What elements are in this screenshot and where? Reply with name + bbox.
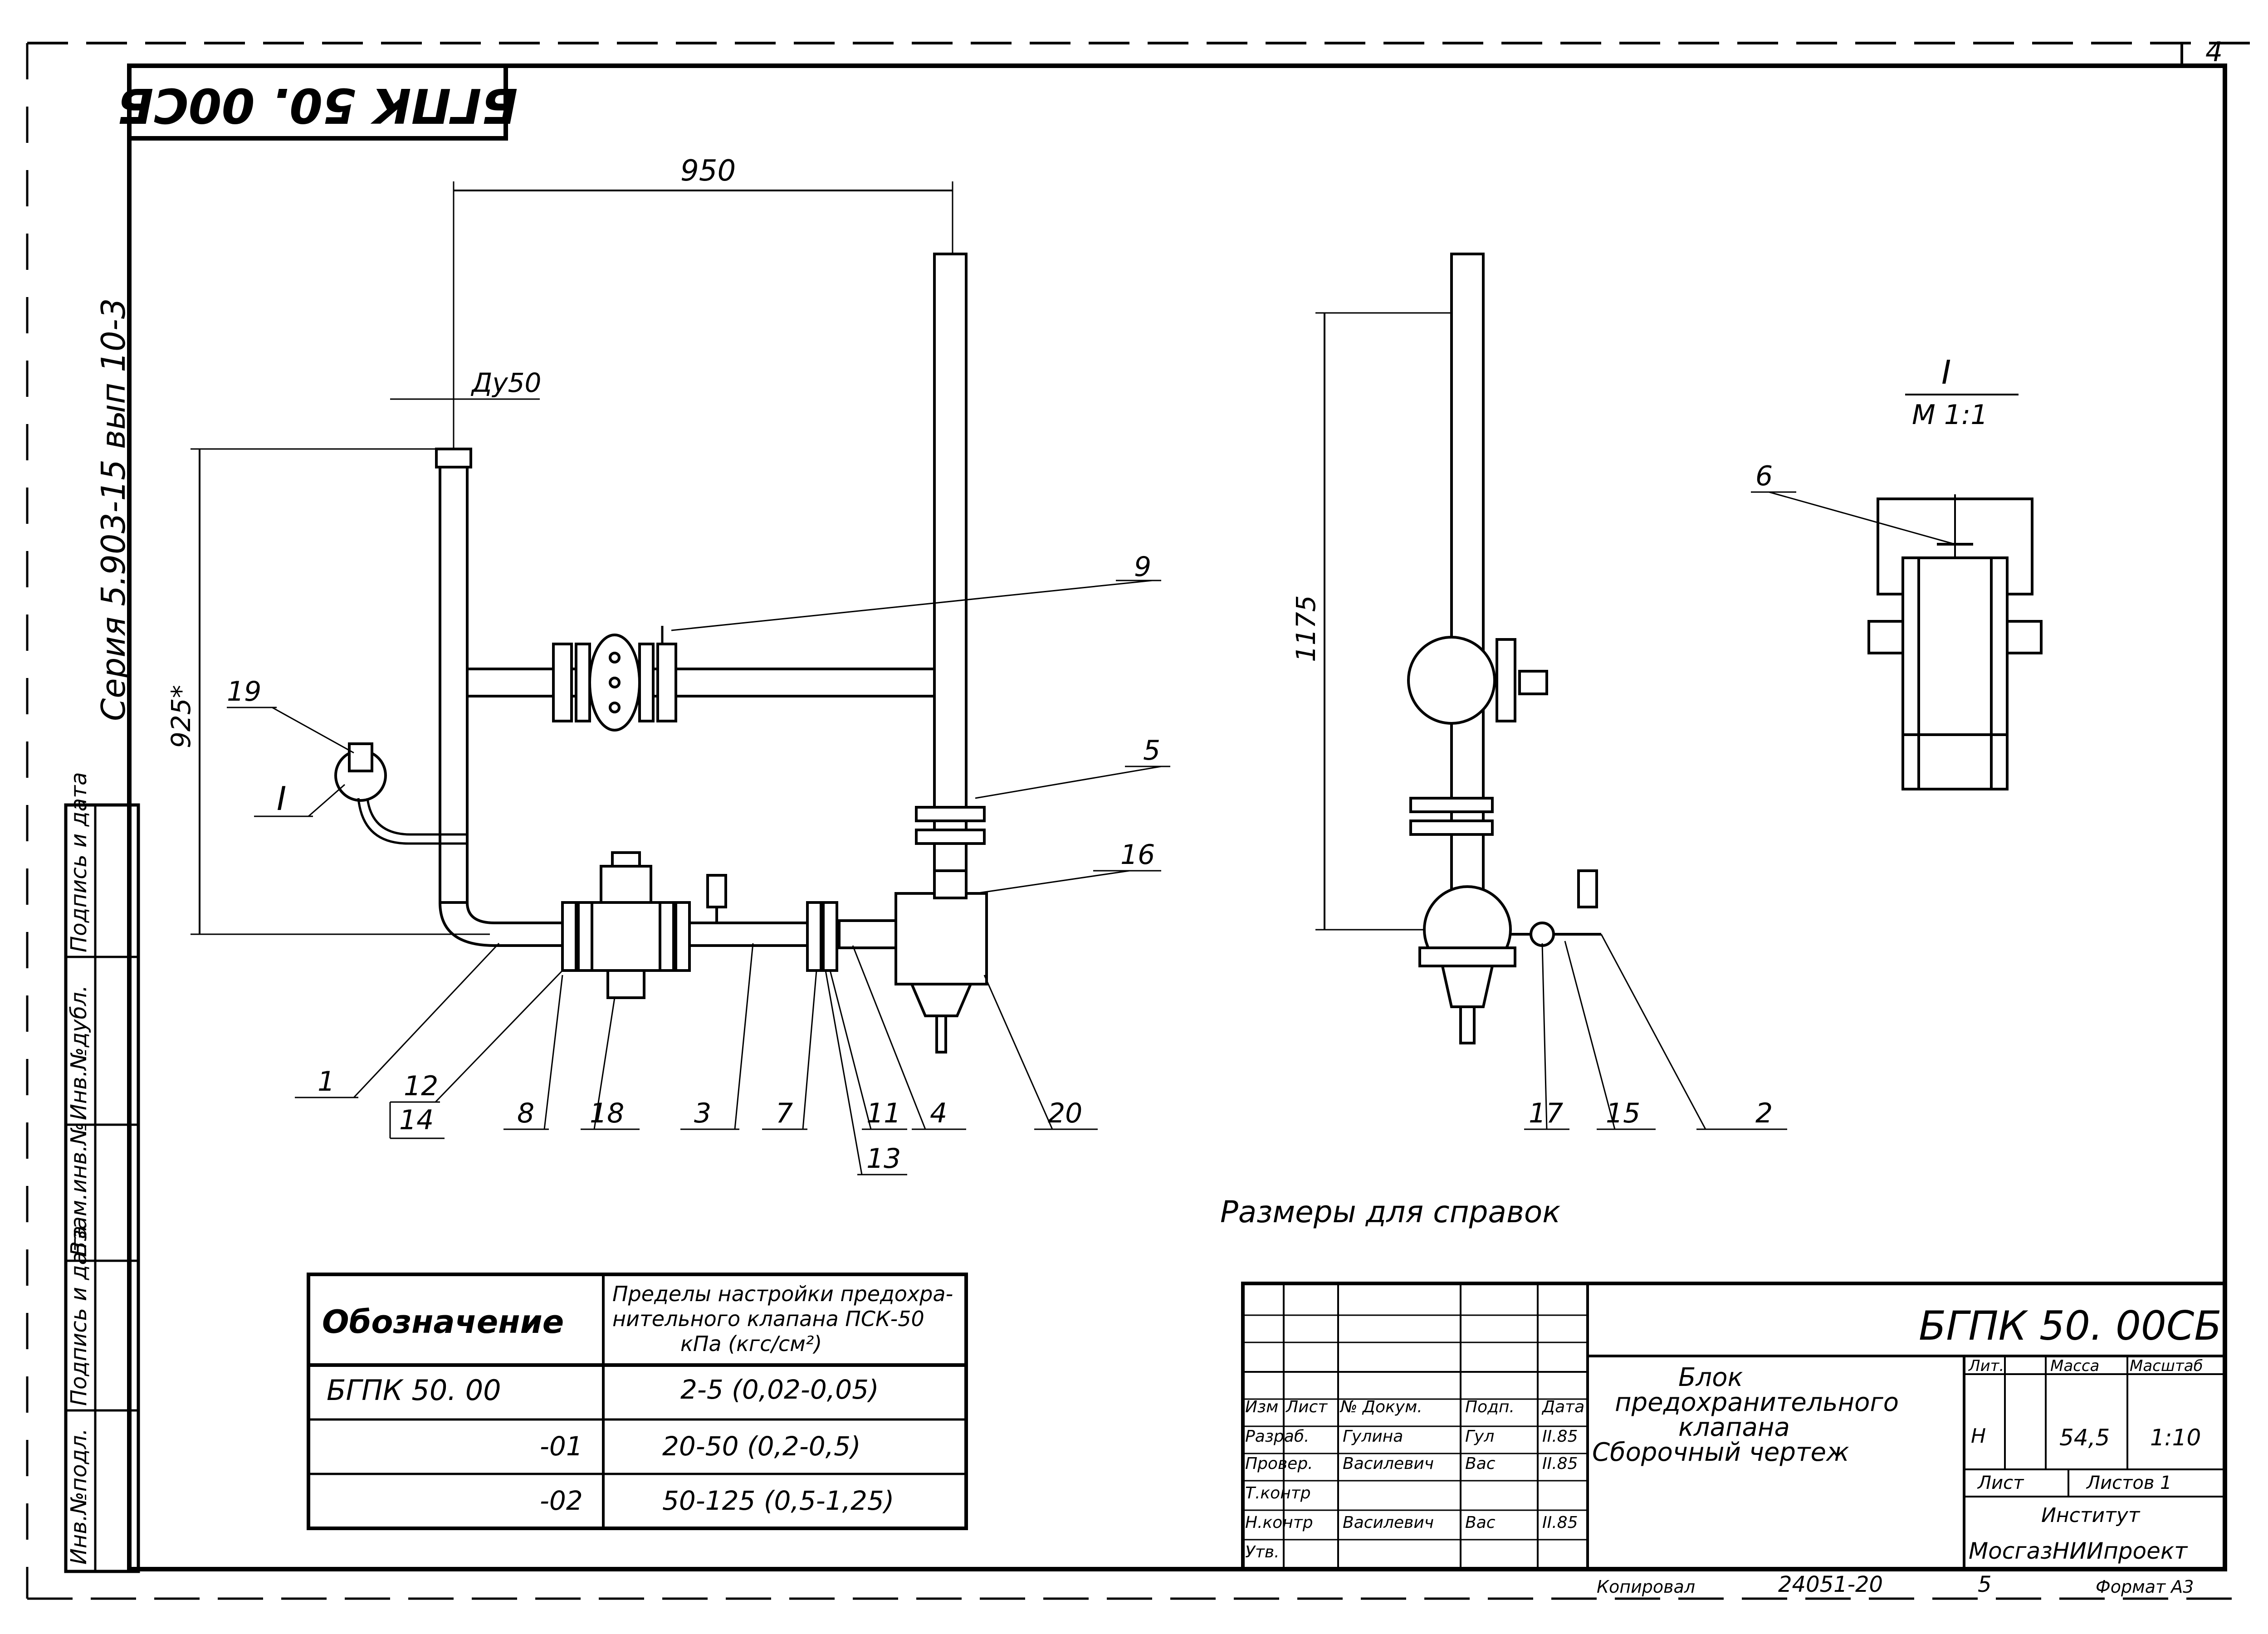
callout-14: 14 (399, 1104, 434, 1136)
callout-5: 5 (1143, 735, 1161, 766)
callout-16: 16 (1120, 839, 1155, 871)
side-stamp-3: Взам.инв.№ (66, 1122, 92, 1256)
sheets-label: Листов 1 (2087, 1473, 2172, 1493)
title-line-4: Сборочный чертеж (1592, 1438, 1849, 1467)
table-row-1-designation: БГПК 50. 00 (327, 1374, 501, 1407)
series-note: Серия 5.903-15 вып 10-3 (94, 298, 132, 721)
role-2: Провер. (1245, 1454, 1313, 1473)
hdr-date: Дата (1542, 1398, 1585, 1416)
callout-4: 4 (930, 1097, 948, 1129)
stamp-code-box: БГПК 50. 00СБ (117, 63, 518, 141)
sign-2: Вас (1465, 1454, 1496, 1473)
reference-note: Размеры для справок (1220, 1195, 1561, 1229)
mass-value: 54,5 (2059, 1424, 2110, 1451)
hdr-doc: № Докум. (1340, 1398, 1422, 1416)
footer-format: Формат А3 (2096, 1577, 2194, 1597)
title-line-1: Блок (1678, 1363, 1743, 1392)
side-stamp-5: Подпись и дата (66, 772, 92, 952)
role-3: Т.контр (1245, 1484, 1311, 1502)
date-2: II.85 (1542, 1454, 1578, 1473)
callout-1: 1 (318, 1066, 335, 1097)
table-col2-header-1: Пределы настройки предохра- (612, 1282, 953, 1306)
role-4: Н.контр (1245, 1513, 1313, 1532)
dim-1175: 1175 (1290, 595, 1321, 662)
sheet-frame (26, 42, 2259, 1600)
callout-12: 12 (404, 1070, 439, 1102)
sign-4: Вас (1465, 1513, 1496, 1532)
callout-3: 3 (694, 1097, 712, 1129)
callout-19: 19 (227, 676, 262, 707)
table-row-1-range: 2-5 (0,02-0,05) (680, 1374, 879, 1405)
footer-num: 5 (1978, 1572, 1992, 1597)
callout-15: 15 (1606, 1097, 1641, 1129)
scale-value: 1:10 (2150, 1424, 2201, 1451)
front-view (191, 181, 988, 1054)
side-stamp-4: Инв.№дубл. (66, 985, 92, 1120)
callout-9: 9 (1134, 551, 1152, 583)
stamp-code-rotated: БГПК 50. 00СБ (117, 78, 518, 133)
footer-order: 24051-20 (1778, 1572, 1883, 1597)
title-line-3: клапана (1678, 1413, 1790, 1442)
side-stamp-1: Инв.№подл. (66, 1428, 92, 1565)
hdr-izm: Изм (1245, 1398, 1279, 1416)
institute-name: МосгазНИИпроект (1969, 1538, 2188, 1564)
date-1: II.85 (1542, 1427, 1578, 1446)
detail-label: I (1941, 353, 1951, 391)
table-col2-header-3: кПа (кгс/см²) (680, 1332, 822, 1356)
role-5: Утв. (1245, 1543, 1280, 1561)
scale-label: Масштаб (2130, 1357, 2203, 1375)
callout-I: I (277, 780, 287, 818)
title-line-2: предохранительного (1615, 1388, 1899, 1417)
front-leaders (227, 580, 1170, 1176)
side-stamp: Инв.№подл. Подпись и дата Взам.инв.№ Инв… (64, 772, 140, 1573)
table-row-3-designation: -02 (540, 1485, 583, 1516)
name-4: Василевич (1343, 1513, 1434, 1532)
hdr-list: Лист (1286, 1398, 1328, 1416)
callout-18: 18 (590, 1097, 625, 1129)
mass-label: Масса (2050, 1357, 2100, 1375)
callout-17: 17 (1529, 1097, 1564, 1129)
page-number: 4 (2205, 36, 2223, 68)
detail-view (1751, 394, 2043, 790)
callout-13: 13 (866, 1143, 901, 1175)
callout-6: 6 (1755, 460, 1773, 492)
sheet-label: Лист (1978, 1473, 2024, 1493)
date-4: II.85 (1542, 1513, 1578, 1532)
table-col2-header-2: нительного клапана ПСК-50 (612, 1307, 924, 1331)
dim-950: 950 (680, 154, 736, 188)
sign-1: Гул (1465, 1427, 1495, 1446)
title-block-grid (1241, 1282, 2227, 1571)
name-1: Гулина (1343, 1427, 1403, 1446)
hdr-sign: Подп. (1465, 1398, 1515, 1416)
table-col1-header: Обозначение (322, 1303, 564, 1341)
side-leaders (1524, 934, 1787, 1130)
settings-table-grid (307, 1273, 968, 1530)
callout-7: 7 (776, 1097, 793, 1129)
footer-copied: Копировал (1597, 1577, 1696, 1597)
side-view (1315, 253, 1601, 1044)
side-stamp-2: Подпись и дата (66, 1225, 92, 1406)
title-code: БГПК 50. 00СБ (1919, 1302, 2222, 1349)
lit-label: Лит. (1969, 1357, 2004, 1375)
lit-value: Н (1971, 1424, 1986, 1448)
role-1: Разраб. (1245, 1427, 1310, 1446)
institute-label: Институт (2041, 1504, 2140, 1527)
callout-20: 20 (1048, 1097, 1083, 1129)
callout-8: 8 (517, 1097, 535, 1129)
callout-2: 2 (1755, 1097, 1773, 1129)
dim-dn: Ду50 (472, 367, 542, 398)
table-row-2-designation: -01 (540, 1431, 583, 1462)
table-row-3-range: 50-125 (0,5-1,25) (662, 1485, 894, 1516)
dim-925: 925* (166, 685, 196, 748)
name-2: Василевич (1343, 1454, 1434, 1473)
callout-11: 11 (866, 1097, 901, 1129)
detail-scale: М 1:1 (1912, 399, 1988, 431)
table-row-2-range: 20-50 (0,2-0,5) (662, 1431, 861, 1462)
